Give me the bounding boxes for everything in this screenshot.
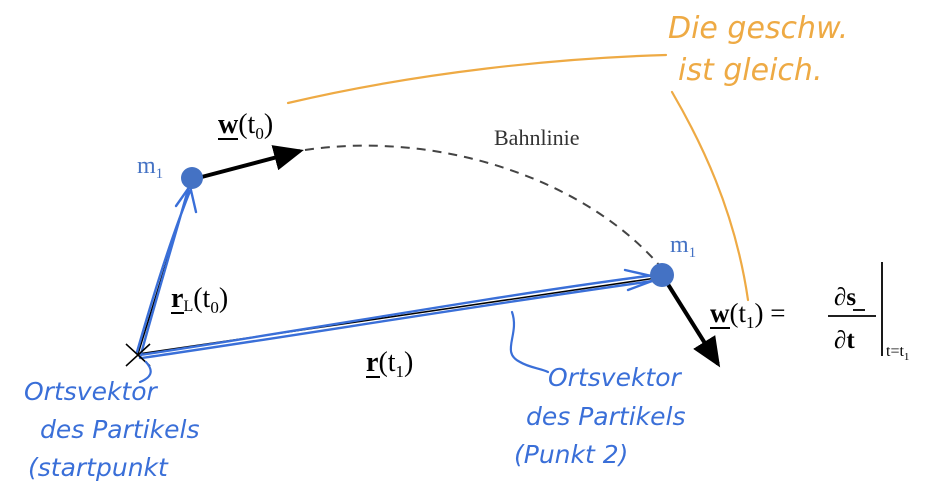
orange-note-line2: ist gleich.	[678, 53, 822, 88]
orange-annotation-pointer	[670, 90, 750, 302]
blue-note-right-line2: des Partikels	[526, 402, 685, 431]
svg-text:w(t1) =: w(t1) =	[710, 298, 785, 332]
svg-text:∂s: ∂s	[834, 284, 856, 311]
velocity-vector-w-t0	[193, 145, 304, 181]
blue-pen-rL-overlay	[135, 184, 194, 360]
svg-text:rL(t0): rL(t0)	[171, 283, 228, 317]
blue-pen-connector-right	[509, 310, 550, 374]
blue-note-left-line2: des Partikels	[40, 415, 199, 444]
mass-label-end: m1	[670, 232, 696, 261]
blue-note-left-line3: (startpunkt	[28, 453, 169, 482]
label-rL-t0: rL(t0)	[171, 283, 228, 317]
mass-point-start	[181, 167, 203, 189]
formula-w-t1: w(t1) = ∂s ∂t t=t1	[710, 262, 909, 363]
svg-text:t=t1: t=t1	[886, 343, 909, 363]
mass-point-end	[650, 263, 674, 287]
label-w-t0: w(t0)	[218, 109, 273, 143]
blue-note-right-line3: (Punkt 2)	[514, 440, 628, 469]
blue-pen-r-overlay	[138, 273, 662, 360]
blue-pen-connector-left	[138, 360, 152, 384]
svg-text:r(t1): r(t1)	[366, 347, 413, 381]
blue-note-left-line1: Ortsvektor	[24, 377, 159, 406]
label-r-t1: r(t1)	[366, 347, 413, 381]
svg-text:w(t0): w(t0)	[218, 109, 273, 143]
blue-note-right-line1: Ortsvektor	[548, 363, 683, 392]
trajectory-dashed-curve	[304, 144, 666, 273]
svg-text:∂t: ∂t	[834, 327, 855, 354]
path-label: Bahnlinie	[494, 125, 580, 150]
velocity-vector-w-t1	[662, 276, 721, 368]
orange-annotation-line	[286, 53, 668, 105]
mass-label-start: m1	[137, 153, 163, 182]
orange-note-line1: Die geschw.	[668, 11, 848, 46]
